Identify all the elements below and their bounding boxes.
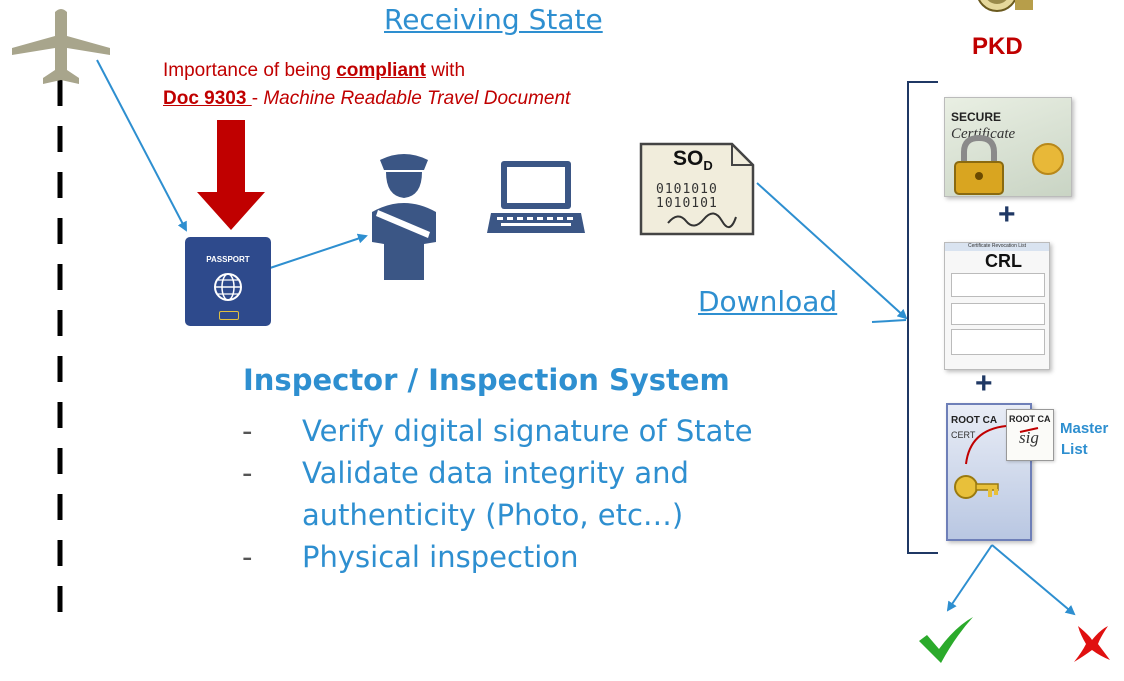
laptop-icon [487, 161, 585, 233]
sig-label: sig [1019, 428, 1039, 447]
airplane-icon [12, 9, 110, 84]
globe-icon [214, 273, 242, 301]
download-label: Download [698, 285, 838, 318]
inspection-item: - Verify digital signature of State [242, 410, 753, 452]
passport-label: PASSPORT [206, 255, 250, 264]
bullet-dash: - [242, 456, 253, 490]
icao-seal-icon [978, 0, 1033, 12]
plus-2: + [975, 367, 993, 400]
master-label: Master [1060, 420, 1109, 437]
sod-bits-1: 0101010 [656, 182, 718, 197]
crl-window: Certificate Revocation List CRL [944, 242, 1050, 370]
compliance-line-2: Doc 9303 - Machine Readable Travel Docum… [163, 88, 570, 110]
chip-icon [219, 311, 239, 320]
seal-icon [1032, 143, 1064, 175]
sod-label: SOD [673, 147, 713, 173]
check-icon [919, 617, 973, 663]
arrow-to-valid [946, 544, 993, 612]
compliance-prefix: Importance of being [163, 60, 337, 81]
certificate-line2: Certificate [951, 126, 1016, 142]
signature-link-icon [965, 425, 1039, 465]
inspection-item-text: Validate data integrity and [302, 456, 689, 490]
inspection-item-text: Verify digital signature of State [302, 414, 753, 448]
signature-doc: ROOT CA sig [1006, 409, 1054, 461]
inspection-item-text: authenticity (Photo, etc…) [302, 498, 684, 532]
inspection-heading: Inspector / Inspection System [243, 363, 730, 397]
bullet-dash: - [242, 414, 253, 448]
arrow-to-invalid [991, 544, 1076, 616]
crl-label: CRL [985, 251, 1022, 271]
inspection-list: - Verify digital signature of State - Vali… [242, 410, 753, 578]
certificate-line1: SECURE [951, 110, 1002, 124]
crl-table [951, 273, 1045, 297]
inspection-item-continued: authenticity (Photo, etc…) [242, 494, 753, 536]
compliance-line-1: Importance of being compliant with [163, 60, 465, 82]
crl-window-title: Certificate Revocation List [945, 243, 1049, 251]
passport-icon: PASSPORT [185, 237, 271, 326]
arrow-passport-to-officer [269, 233, 368, 269]
compliant-word: compliant [336, 60, 426, 81]
padlock-icon [954, 134, 1004, 195]
sod-document-icon: SOD 0101010 1010101 [638, 141, 756, 237]
officer-icon [372, 154, 436, 280]
secure-certificate-card: SECURE Certificate [944, 97, 1072, 197]
doc-9303-link: Doc 9303 [163, 88, 252, 109]
cross-icon [1074, 626, 1110, 662]
pkd-title: PKD [972, 33, 1023, 60]
list-label: List [1061, 441, 1088, 458]
download-connector [871, 319, 907, 323]
doc-title: Machine Readable Travel Document [263, 88, 571, 109]
arrow-plane-to-passport [96, 59, 187, 232]
compliance-suffix: with [425, 60, 466, 81]
pkd-bracket [907, 81, 938, 554]
inspection-item: - Validate data integrity and [242, 452, 753, 494]
bullet-dash: - [242, 540, 253, 574]
cert-label: CERT [951, 430, 976, 440]
plus-1: + [998, 198, 1016, 231]
sod-label-sub: D [703, 158, 713, 174]
sod-page-shape [639, 142, 755, 236]
inspection-item-text: Physical inspection [302, 540, 579, 574]
sod-label-main: SO [673, 147, 704, 170]
key-icon [954, 475, 999, 499]
red-down-arrow-icon [197, 120, 265, 230]
crl-details [951, 329, 1045, 355]
arrow-sod-to-pkd [756, 182, 908, 320]
crl-panel [951, 303, 1045, 325]
root-ca-label-2: ROOT CA [1009, 414, 1051, 424]
compliance-separator: - [251, 88, 264, 109]
inspection-item: - Physical inspection [242, 536, 753, 578]
root-ca-label: ROOT CA [951, 415, 998, 426]
receiving-state-title: Receiving State [384, 3, 603, 36]
sod-bits-2: 1010101 [656, 196, 718, 211]
